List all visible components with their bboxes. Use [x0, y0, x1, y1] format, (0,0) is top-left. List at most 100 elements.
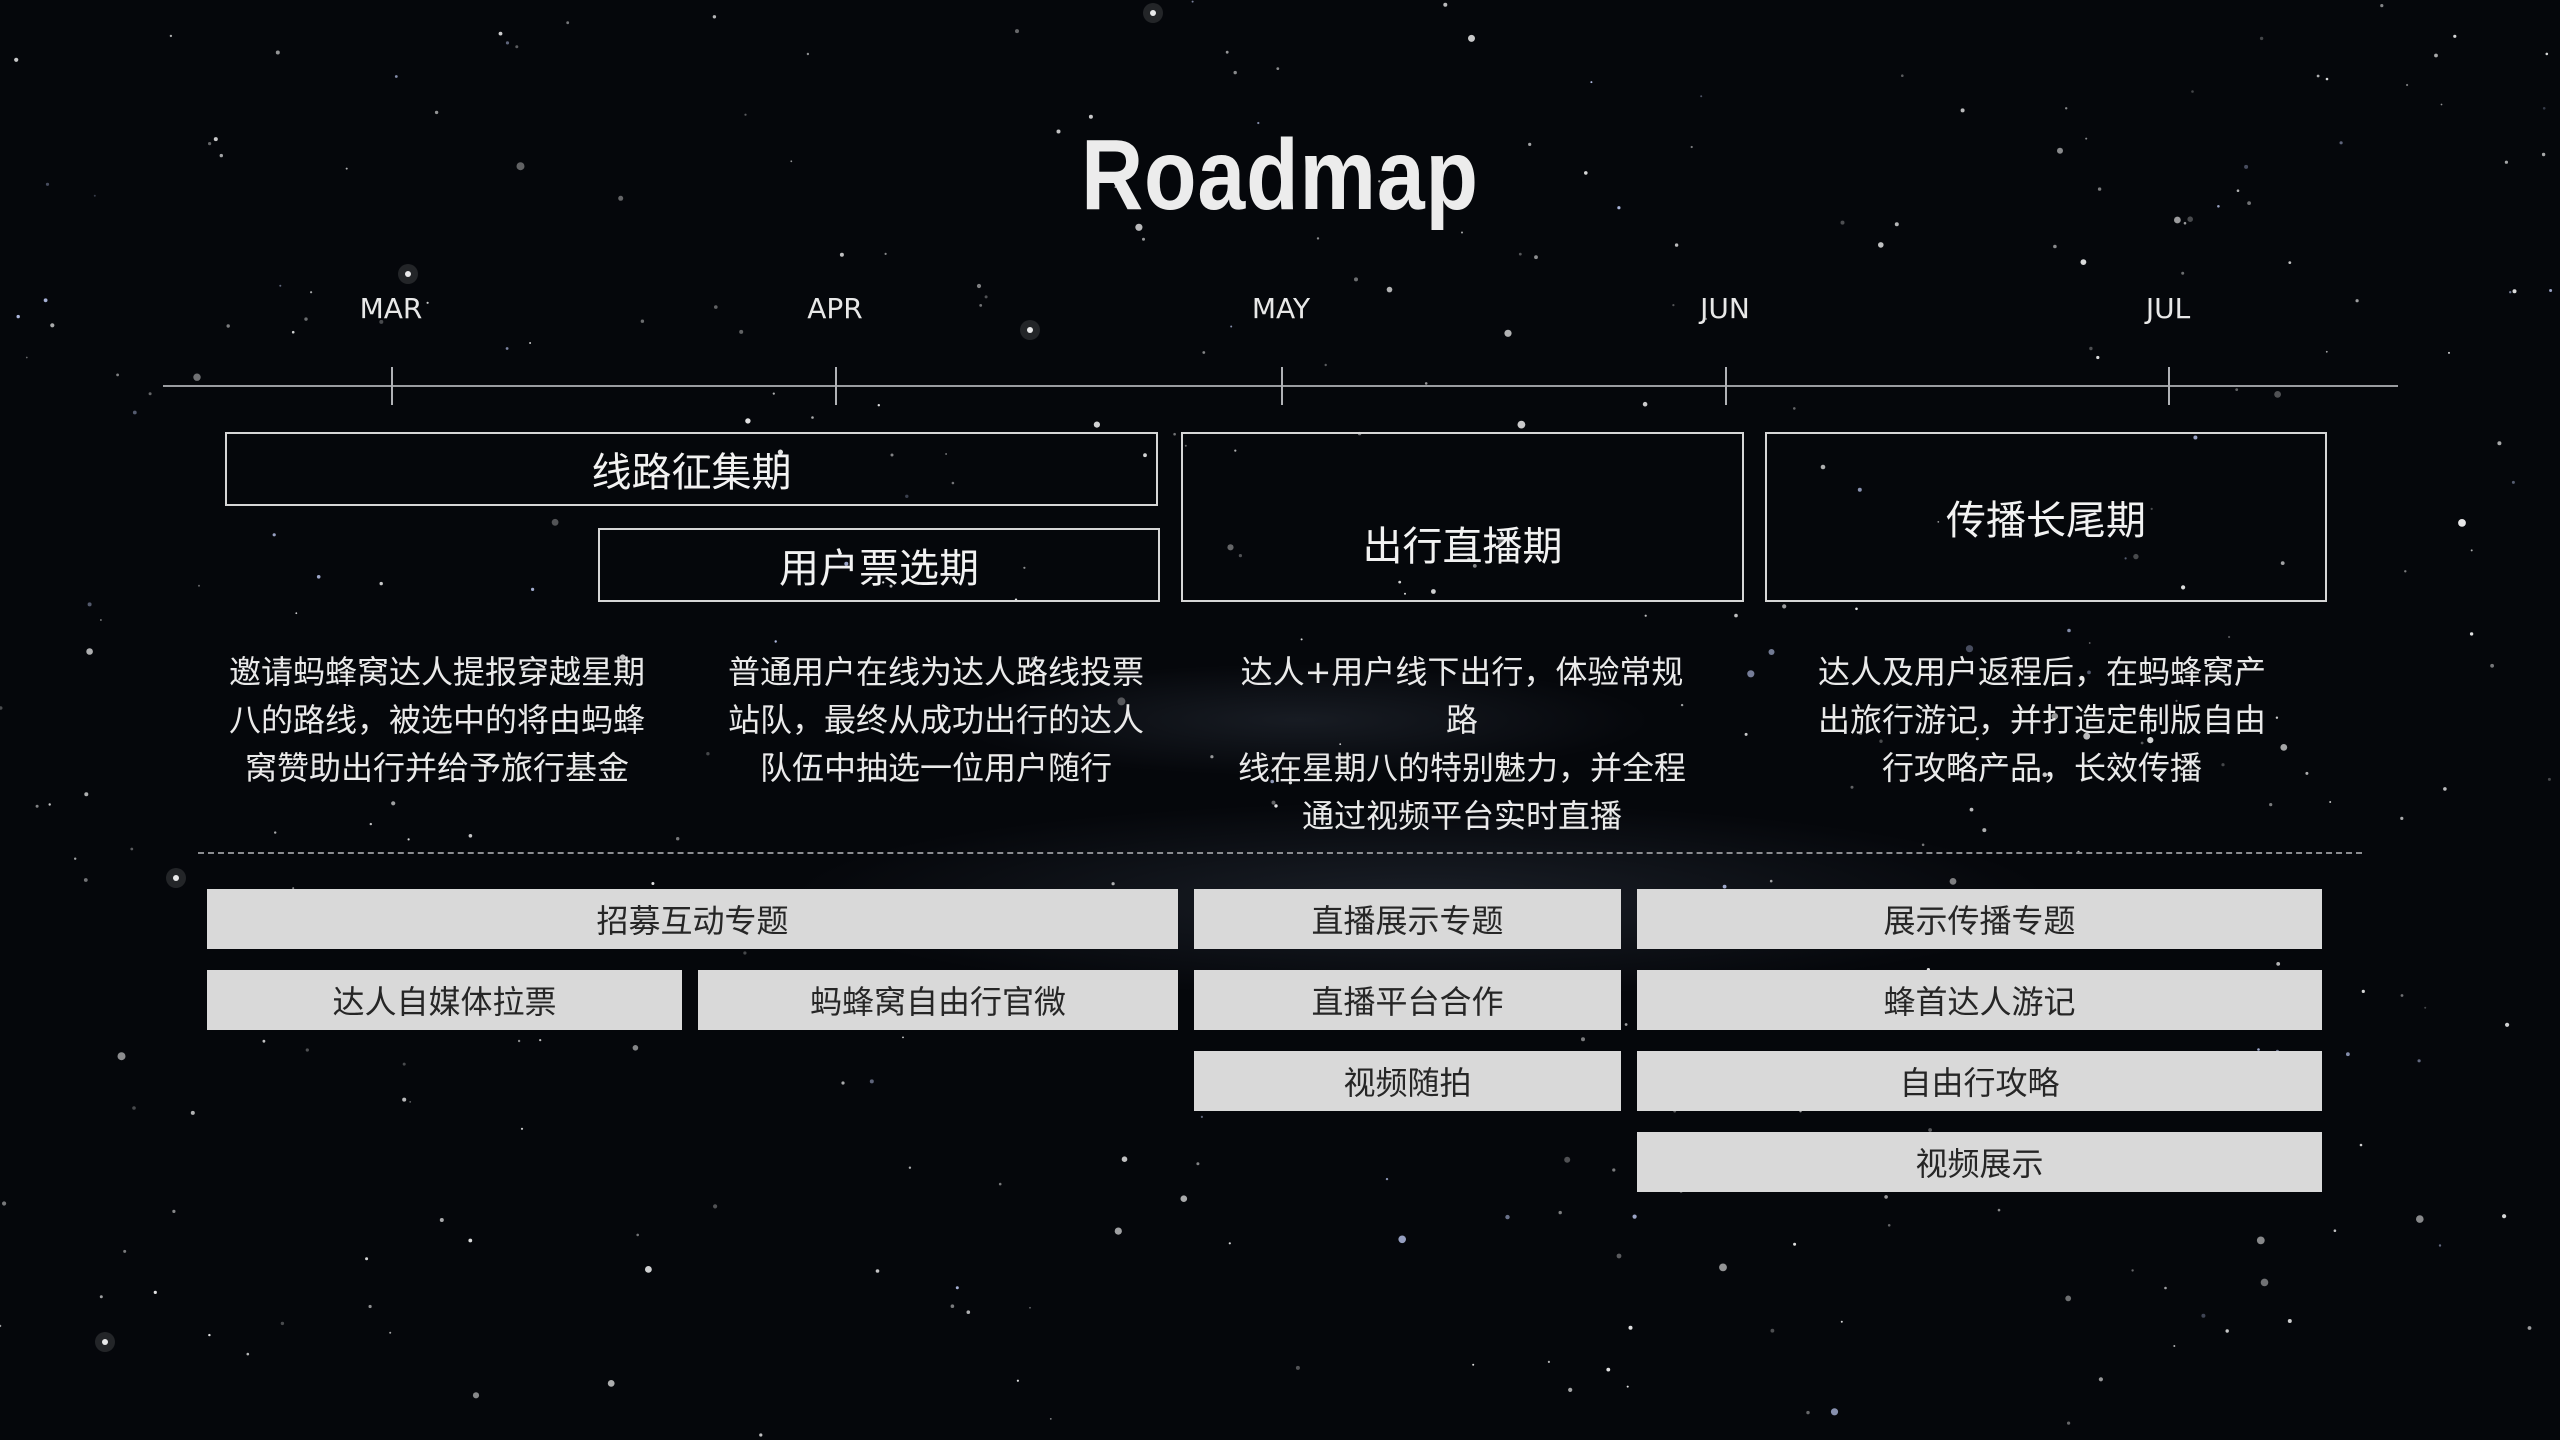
star	[426, 301, 429, 304]
star	[2276, 962, 2281, 966]
star	[368, 1304, 372, 1309]
star	[2181, 271, 2185, 275]
description-line: 邀请蚂蜂窝达人提报穿越星期	[228, 653, 645, 691]
star	[2346, 1052, 2350, 1057]
star	[1385, 1177, 1389, 1181]
month-label-mar: MAR	[359, 292, 423, 325]
star	[2497, 441, 2502, 446]
star	[1722, 884, 1727, 889]
timeline-axis	[163, 385, 2398, 387]
star	[2191, 90, 2194, 93]
star	[984, 295, 988, 299]
star	[1547, 1360, 1550, 1363]
star	[1316, 237, 1320, 240]
star	[2097, 187, 2102, 191]
star	[1225, 50, 1229, 54]
star	[2339, 141, 2343, 145]
star	[2065, 1295, 2072, 1302]
timeline-tick-apr	[835, 367, 837, 405]
star	[2256, 1236, 2265, 1245]
star	[1878, 242, 1884, 248]
star	[743, 951, 747, 955]
star	[1431, 589, 1436, 594]
star	[2440, 103, 2443, 106]
star	[1200, 1115, 1203, 1118]
star	[434, 110, 439, 115]
star	[1564, 1156, 1571, 1163]
star	[516, 162, 525, 171]
star	[2511, 480, 2515, 484]
star	[759, 1433, 763, 1437]
star	[1949, 878, 1957, 885]
star	[395, 715, 399, 718]
star	[291, 330, 295, 334]
star	[505, 41, 510, 45]
phase-long-tail-label: 传播长尾期	[1946, 498, 2146, 544]
phase-user-voting-label: 用户票选期	[779, 546, 979, 592]
star	[226, 324, 230, 328]
star	[468, 1238, 473, 1243]
star	[2140, 741, 2144, 745]
star	[2406, 83, 2409, 87]
star	[2417, 1059, 2421, 1063]
star	[379, 581, 383, 586]
timeline-tick-jul	[2168, 367, 2170, 405]
star	[2287, 1319, 2292, 1323]
star	[1887, 1224, 1891, 1227]
star	[1424, 382, 1428, 385]
star	[517, 1039, 521, 1043]
star	[889, 584, 893, 588]
star	[998, 1182, 1002, 1186]
star	[841, 1081, 845, 1085]
star	[774, 640, 777, 643]
phase-user-voting: 用户票选期	[598, 528, 1160, 602]
star	[1518, 252, 1522, 256]
star	[2180, 773, 2183, 776]
star	[1857, 487, 1862, 492]
star	[739, 329, 744, 334]
star	[651, 882, 655, 885]
star	[2080, 259, 2087, 265]
star	[2131, 1269, 2134, 1272]
star	[811, 416, 814, 419]
star	[2225, 1329, 2229, 1333]
star	[84, 792, 89, 797]
star	[2504, 160, 2508, 164]
star	[93, 194, 96, 197]
star	[1257, 121, 1260, 125]
star	[1300, 638, 1303, 641]
star	[472, 1392, 480, 1399]
star	[944, 662, 949, 667]
star	[379, 319, 384, 324]
star	[2087, 670, 2091, 675]
description-line: 出旅行游记，并打造定制版自由	[1817, 701, 2266, 739]
star	[1393, 556, 1396, 559]
star	[2083, 732, 2091, 740]
star	[275, 50, 280, 55]
description-line: 普通用户在线为达人路线投票	[727, 653, 1144, 691]
star	[590, 725, 595, 730]
month-label-jul: JUL	[2145, 292, 2191, 325]
star	[2042, 772, 2048, 777]
star	[2361, 989, 2365, 994]
star	[153, 1290, 157, 1294]
description-line: 达人及用户返程后，在蚂蜂窝产	[1817, 653, 2266, 691]
star	[1049, 1418, 1052, 1420]
star	[213, 137, 218, 142]
star	[102, 1339, 108, 1345]
star	[2096, 355, 2100, 360]
star	[86, 648, 93, 655]
star	[1505, 1214, 1510, 1220]
star	[43, 298, 48, 303]
item-video-snap: 视频随拍	[1194, 1051, 1621, 1111]
star	[2541, 152, 2546, 157]
item-live-platform: 直播平台合作	[1194, 970, 1621, 1030]
star	[2187, 216, 2193, 222]
star	[1504, 329, 1512, 337]
star	[1150, 10, 1156, 16]
star	[132, 1106, 136, 1110]
star	[148, 392, 152, 396]
star	[806, 52, 810, 56]
star	[2359, 1143, 2363, 1147]
star	[2057, 147, 2063, 154]
